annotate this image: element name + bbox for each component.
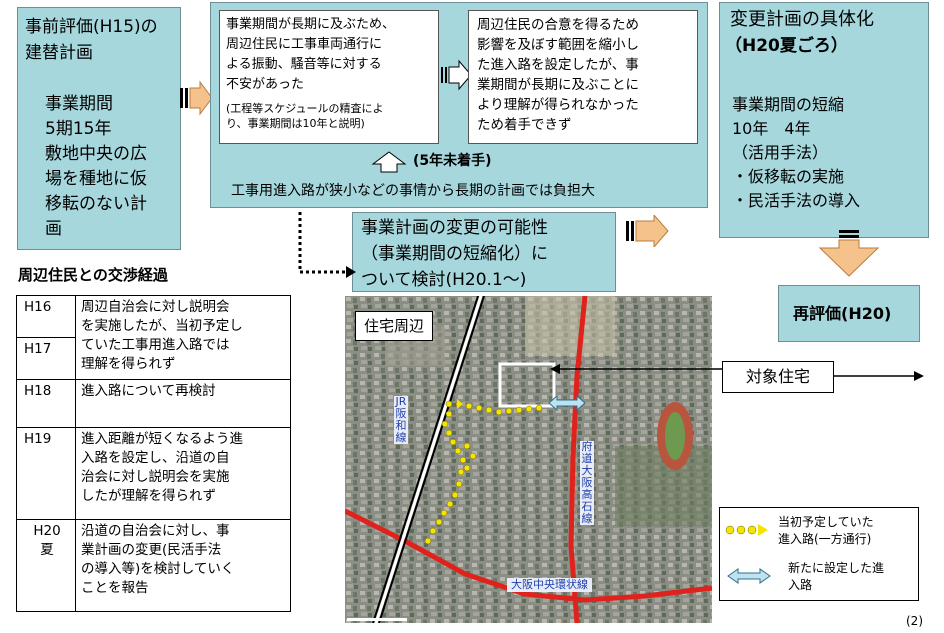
problem-box: 事業期間が長期に及ぶため、 周辺住民に工事車両通行に よる振動、騒音等に対する … bbox=[210, 2, 708, 208]
dots-route-icon bbox=[725, 524, 768, 536]
history-year: H20 夏 bbox=[16, 519, 76, 612]
road-ring-label: 大阪中央環状線 bbox=[507, 578, 592, 592]
arrow-up-icon bbox=[371, 151, 407, 173]
problem-left-note: (工程等スケジュールの精査によ り、事業期間は10年と説明) bbox=[226, 102, 384, 130]
prior-plan-body: 事業期間 5期15年 敷地中央の広 場を種地に仮 移転のない計 画 bbox=[45, 94, 147, 239]
target-pointer-line bbox=[550, 364, 726, 374]
page-number: (2) bbox=[906, 614, 923, 628]
reevaluation-box: 再評価(H20) bbox=[778, 285, 920, 342]
problem-left-panel: 事業期間が長期に及ぶため、 周辺住民に工事車両通行に よる振動、騒音等に対する … bbox=[219, 10, 439, 144]
history-year: H16 bbox=[16, 295, 76, 338]
table-row: H20 夏 沿道の自治会に対し、事 業計画の変更(民活手法 の導入等)を検討して… bbox=[16, 519, 291, 612]
history-heading: 周辺住民との交渉経過 bbox=[18, 266, 168, 284]
problem-right-text: 周辺住民の合意を得るため 影響を及ぼす範囲を縮小し た進入路を設定したが、事 業… bbox=[477, 17, 639, 133]
target-arrow-icon bbox=[834, 371, 924, 381]
table-row: H18 進入路について再検討 bbox=[16, 379, 291, 428]
history-text: 沿道の自治会に対し、事 業計画の変更(民活手法 の導入等)を検討していく ことを… bbox=[75, 519, 291, 612]
legend-arrow-label: 新たに設定した進 入路 bbox=[788, 561, 885, 592]
area-label: 住宅周辺 bbox=[355, 311, 434, 341]
reevaluation-label: 再評価(H20) bbox=[793, 304, 892, 323]
history-year: H19 bbox=[16, 427, 76, 520]
unstarted-label: (5年未着手) bbox=[413, 153, 492, 169]
history-table: H16 周辺自治会に対し説明会 を実施したが、当初予定し ていた工事用進入路では… bbox=[16, 295, 291, 612]
problem-left-text: 事業期間が長期に及ぶため、 周辺住民に工事車両通行に よる振動、騒音等に対する … bbox=[226, 17, 396, 92]
history-year: H18 bbox=[16, 379, 76, 428]
change-plan-date: （H20夏ごろ） bbox=[725, 36, 848, 56]
legend: 当初予定していた 進入路(一方通行) 新たに設定した進 入路 bbox=[719, 507, 919, 601]
table-row: H19 進入距離が短くなるよう進 入路を設定し、沿道の自 治会に対し説明会を実施… bbox=[16, 427, 291, 520]
table-row: H17 bbox=[16, 337, 291, 380]
aerial-map: 住宅周辺 JR阪和線 府道大阪高石線 大阪中央環状線 bbox=[345, 296, 712, 623]
burden-text: 工事用進入路が狭小などの事情から長期の計画では負担大 bbox=[231, 183, 595, 199]
rail-jr-label: JR阪和線 bbox=[394, 395, 408, 444]
arrow-right-outline-icon bbox=[441, 59, 472, 91]
prior-plan-title-1: 事前評価(H15)の bbox=[25, 17, 158, 37]
history-text: 進入路について再検討 bbox=[75, 379, 291, 428]
consideration-text: 事業計画の変更の可能性 （事業期間の短縮化）に ついて検討(H20.1～) bbox=[361, 218, 548, 290]
dotted-connector bbox=[298, 212, 356, 278]
table-row: H16 周辺自治会に対し説明会 を実施したが、当初予定し ていた工事用進入路では… bbox=[16, 295, 291, 380]
double-arrow-icon bbox=[727, 568, 771, 584]
change-plan-box: 変更計画の具体化 （H20夏ごろ） 事業期間の短縮 10年 4年 （活用手法） … bbox=[719, 2, 929, 238]
legend-dots-label: 当初予定していた 進入路(一方通行) bbox=[778, 515, 874, 546]
arrow-right-icon bbox=[626, 215, 669, 247]
prior-plan-title-2: 建替計画 bbox=[25, 43, 93, 63]
consideration-box: 事業計画の変更の可能性 （事業期間の短縮化）に ついて検討(H20.1～) bbox=[352, 212, 616, 292]
change-plan-title: 変更計画の具体化 bbox=[730, 9, 874, 30]
change-plan-body: 事業期間の短縮 10年 4年 （活用手法） ・仮移転の実施 ・民活手法の導入 bbox=[732, 95, 861, 210]
prior-plan-box: 事前評価(H15)の 建替計画 事業期間 5期15年 敷地中央の広 場を種地に仮… bbox=[17, 7, 181, 250]
history-text: 周辺自治会に対し説明会 を実施したが、当初予定し ていた工事用進入路では 理解を… bbox=[75, 295, 291, 380]
arrow-right-icon bbox=[180, 80, 213, 116]
target-label: 対象住宅 bbox=[722, 361, 834, 393]
road-pref-label: 府道大阪高石線 bbox=[580, 440, 594, 525]
history-text: 進入距離が短くなるよう進 入路を設定し、沿道の自 治会に対し説明会を実施 したが… bbox=[75, 427, 291, 520]
history-year: H17 bbox=[16, 337, 76, 380]
arrow-down-icon bbox=[818, 230, 880, 277]
aerial-map-canvas bbox=[345, 296, 712, 623]
problem-right-panel: 周辺住民の合意を得るため 影響を及ぼす範囲を縮小し た進入路を設定したが、事 業… bbox=[468, 10, 698, 144]
